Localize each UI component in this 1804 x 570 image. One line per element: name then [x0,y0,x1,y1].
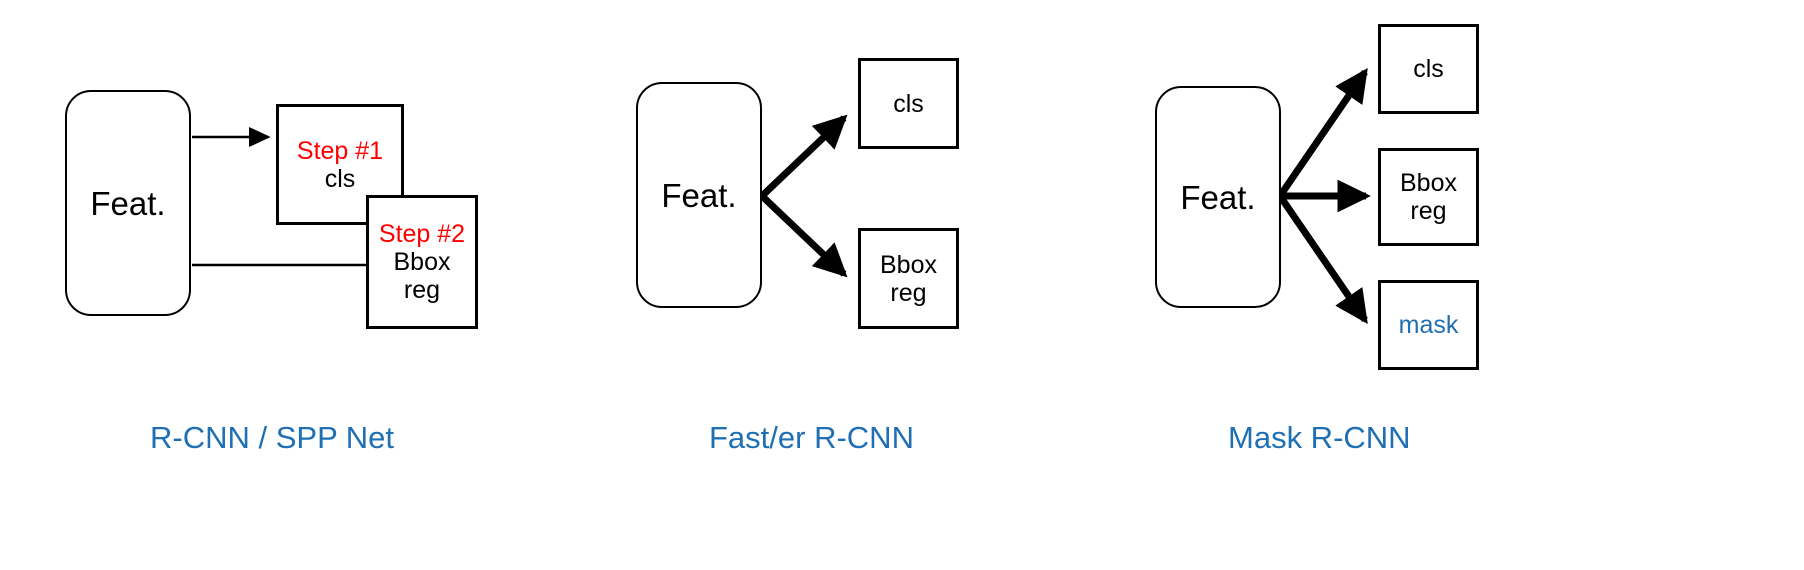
feature-block-label: Feat. [1180,178,1256,216]
panel-fast-er-rcnn: Feat. cls Bbox reg Fast/er R-CNN [636,58,959,455]
output-box-cls-label: cls [324,164,356,193]
feature-block-label: Feat. [90,184,166,222]
output-box-bbox-label-1: Bbox [1400,169,1457,197]
output-box-bbox-label-2: reg [403,276,441,304]
output-box-bbox-label-2: reg [1410,197,1447,225]
output-box-bbox-reg[interactable]: Step #2 Bbox reg [366,195,478,329]
output-box-bbox-reg[interactable]: Bbox reg [1378,148,1479,246]
step-label: Step #1 [296,136,384,165]
output-box-cls[interactable]: cls [858,58,959,149]
feature-block-label: Feat. [661,176,737,214]
output-box-mask[interactable]: mask [1378,280,1479,370]
output-box-bbox-label-1: Bbox [880,250,937,279]
output-box-cls[interactable]: Step #1 cls [276,104,404,225]
output-box-bbox-label-2: reg [890,278,927,307]
panel-rcnn-spp-net: Feat. Step #1 cls Step #2 Bbox reg R-CNN… [0,0,600,570]
output-box-bbox-label-1: Bbox [393,248,451,276]
output-box-cls[interactable]: cls [1378,24,1479,114]
output-box-mask-label: mask [1398,311,1459,339]
feature-block[interactable]: Feat. [636,82,762,308]
feature-block[interactable]: Feat. [1155,86,1281,308]
step-label: Step #2 [378,220,466,248]
output-box-bbox-reg[interactable]: Bbox reg [858,228,959,329]
output-box-cls-label: cls [893,89,924,118]
feature-block[interactable]: Feat. [65,90,191,316]
panel-caption: Mask R-CNN [1228,420,1411,455]
panel-caption: Fast/er R-CNN [709,420,914,455]
output-box-cls-label: cls [1413,55,1444,83]
panel-caption: R-CNN / SPP Net [150,420,395,455]
